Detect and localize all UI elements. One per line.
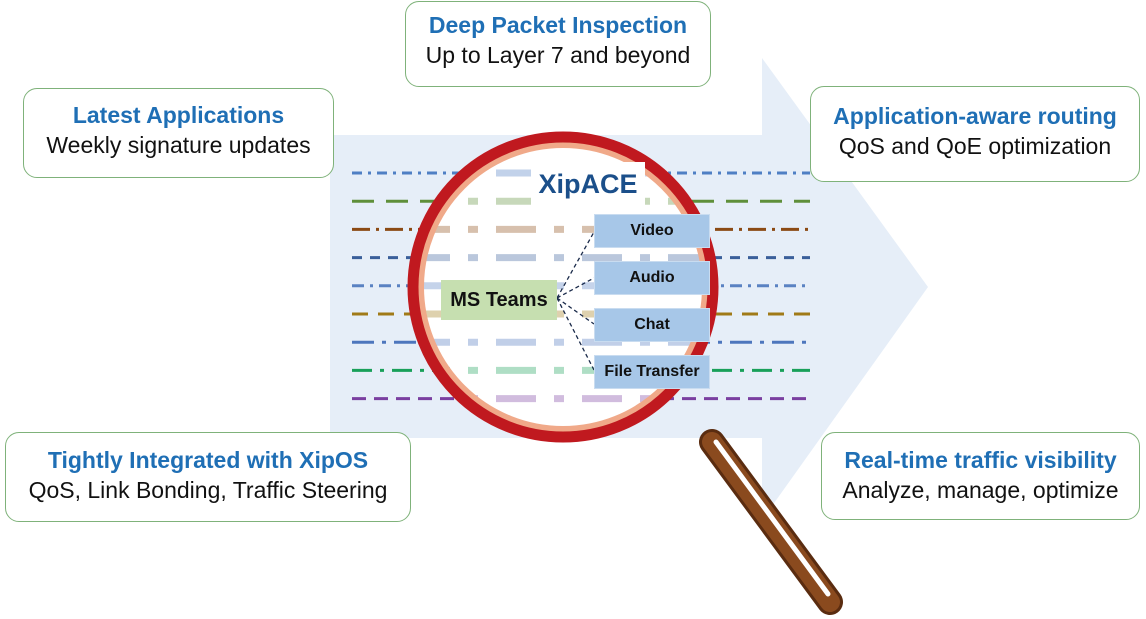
lens-title: XipACE <box>531 162 645 206</box>
branch-node-video: Video <box>594 214 710 248</box>
callout-title: Real-time traffic visibility <box>844 447 1117 473</box>
callout-deep-packet-inspection: Deep Packet Inspection Up to Layer 7 and… <box>405 1 711 87</box>
callout-subtitle: Up to Layer 7 and beyond <box>425 42 691 68</box>
callout-title: Tightly Integrated with XipOS <box>47 447 369 473</box>
callout-subtitle: Weekly signature updates <box>46 132 311 158</box>
callout-title: Latest Applications <box>72 102 285 128</box>
center-node: MS Teams <box>441 280 557 320</box>
callout-subtitle: Analyze, manage, optimize <box>842 477 1119 503</box>
callout-integrated-xipos: Tightly Integrated with XipOS QoS, Link … <box>5 432 411 522</box>
callout-subtitle: QoS and QoE optimization <box>838 133 1112 159</box>
callout-traffic-visibility: Real-time traffic visibility Analyze, ma… <box>821 432 1140 520</box>
callout-title: Deep Packet Inspection <box>428 12 688 38</box>
branch-node-audio: Audio <box>594 261 710 295</box>
branch-connectors <box>556 231 595 371</box>
callout-application-aware-routing: Application-aware routing QoS and QoE op… <box>810 86 1140 182</box>
branch-node-file-transfer: File Transfer <box>594 355 710 389</box>
lens-rim <box>407 131 719 443</box>
magnifier-handle <box>699 429 843 615</box>
callout-title: Application-aware routing <box>833 103 1117 129</box>
callout-latest-applications: Latest Applications Weekly signature upd… <box>23 88 334 178</box>
callout-subtitle: QoS, Link Bonding, Traffic Steering <box>28 477 388 503</box>
branch-node-chat: Chat <box>594 308 710 342</box>
